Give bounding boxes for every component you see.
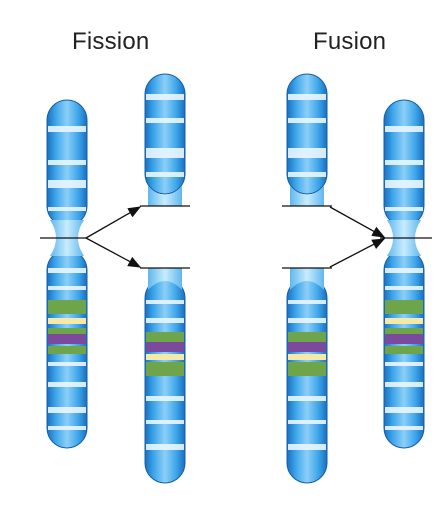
fission-original-chromosome (46, 99, 88, 449)
fusion-title: Fusion (313, 28, 387, 55)
fusion-arrow-up (329, 238, 386, 268)
fission-arrow-up (85, 206, 142, 239)
fusion-result-chromosome (383, 99, 425, 449)
fusion-source-lower-chromosome (286, 268, 328, 484)
fusion-source-upper-chromosome (286, 73, 328, 206)
fission-product-upper-chromosome (144, 73, 186, 206)
fission-arrow-down (85, 237, 142, 268)
fission-title: Fission (72, 28, 150, 55)
fission-product-lower-chromosome (144, 268, 186, 484)
fusion-arrow-down (329, 206, 386, 238)
